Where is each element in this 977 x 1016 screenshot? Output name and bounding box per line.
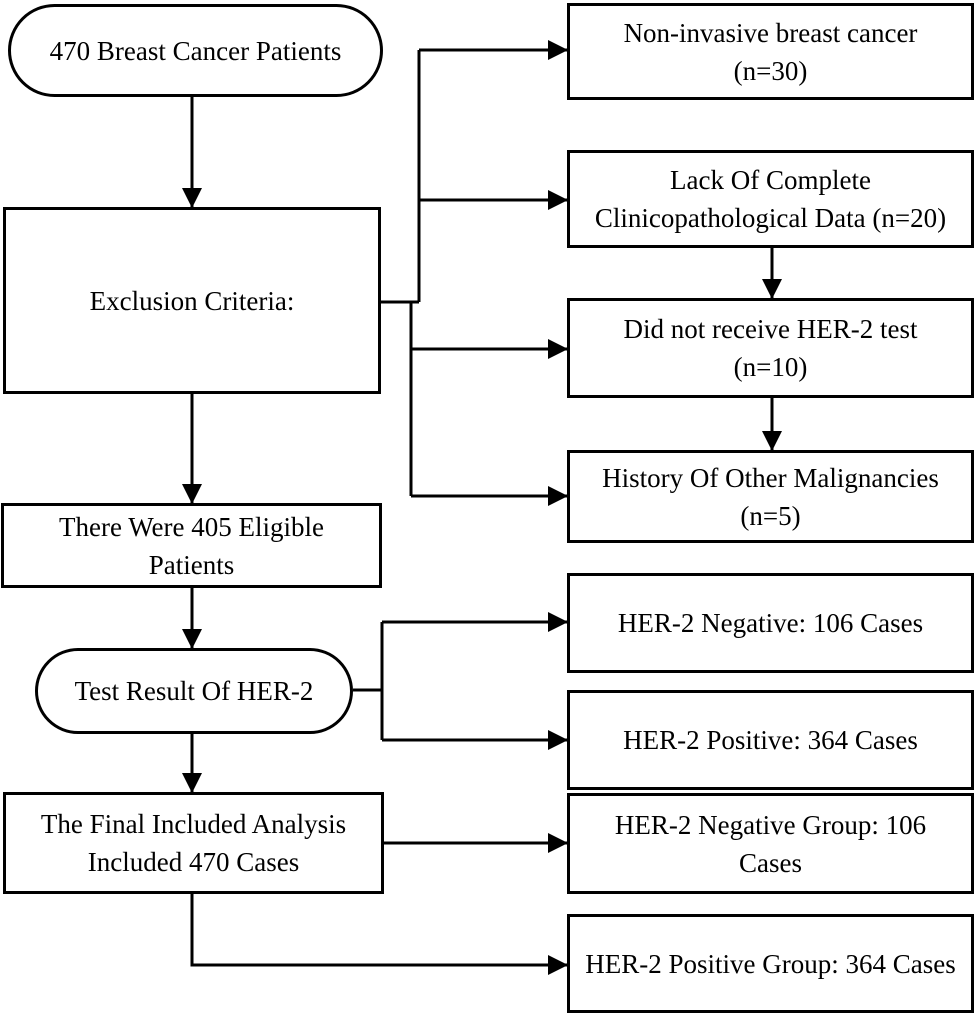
arrow-final-to-positive-group bbox=[190, 894, 568, 975]
node-her2-test-result: Test Result Of HER-2 bbox=[35, 648, 353, 734]
node-her2-negative-group: HER-2 Negative Group: 106 Cases bbox=[567, 793, 974, 894]
node-lack-data: Lack Of Complete Clinicopathological Dat… bbox=[567, 150, 974, 248]
node-other-malignancies: History Of Other Malignancies (n=5) bbox=[567, 450, 974, 543]
node-no-her2-test: Did not receive HER-2 test (n=10) bbox=[567, 298, 974, 398]
node-her2-positive-group: HER-2 Positive Group: 364 Cases bbox=[567, 914, 974, 1013]
node-noninvasive: Non-invasive breast cancer (n=30) bbox=[567, 3, 974, 100]
node-exclusion-criteria: Exclusion Criteria: bbox=[3, 207, 381, 394]
node-eligible-patients: There Were 405 Eligible Patients bbox=[1, 503, 382, 588]
node-final-analysis: The Final Included Analysis Included 470… bbox=[3, 792, 384, 894]
node-her2-positive: HER-2 Positive: 364 Cases bbox=[567, 690, 974, 790]
node-her2-negative: HER-2 Negative: 106 Cases bbox=[567, 573, 974, 673]
node-patients-start: 470 Breast Cancer Patients bbox=[8, 4, 383, 97]
